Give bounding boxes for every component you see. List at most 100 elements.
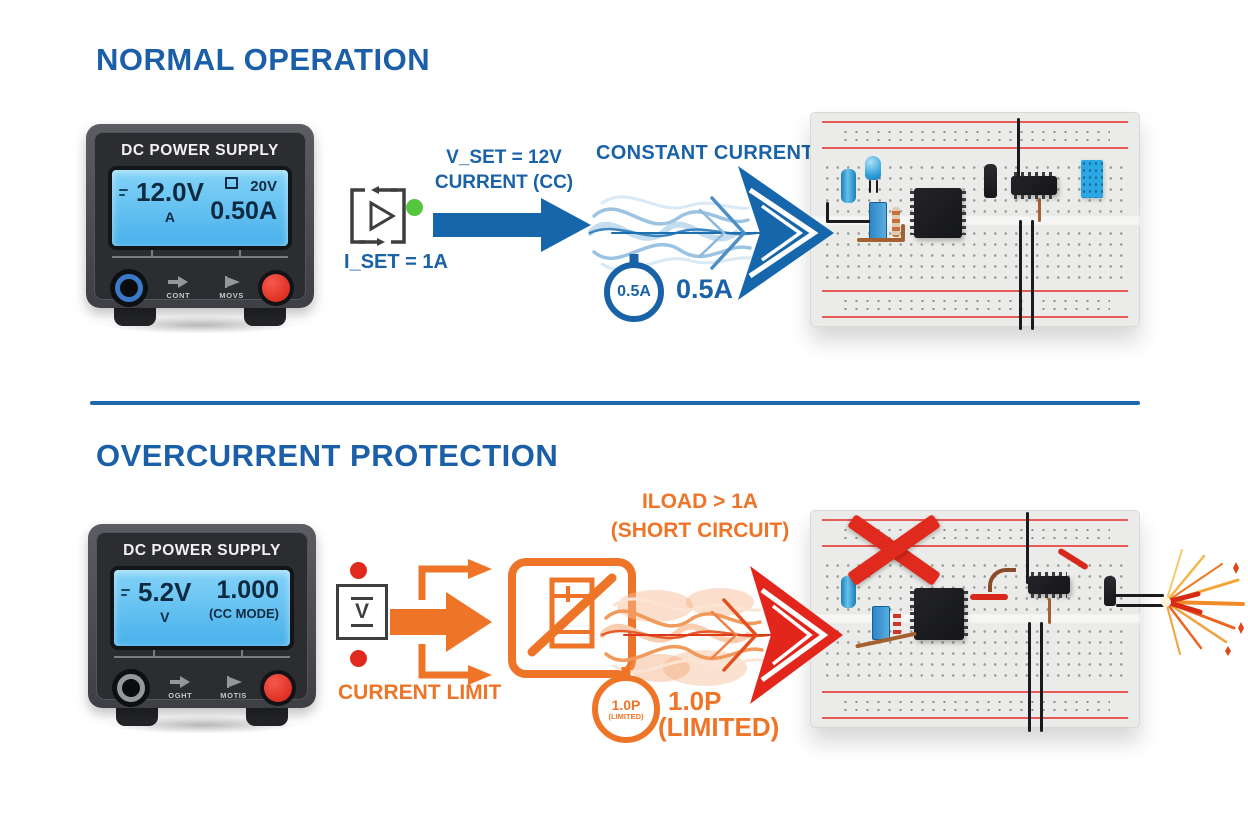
range-readout: 20V <box>210 177 277 195</box>
probe-wire <box>1028 622 1031 732</box>
fault-line1: ILOAD > 1A <box>641 490 759 513</box>
probe-wire <box>1031 220 1034 330</box>
alert-dot-top <box>350 562 367 579</box>
probe-wire <box>1112 594 1164 597</box>
capacitor <box>841 576 856 608</box>
current-readout: 0.50A <box>210 197 277 225</box>
led-leg <box>869 180 871 193</box>
ic-chip <box>1028 572 1070 598</box>
battery-icon <box>225 177 239 189</box>
ic-chip <box>1011 172 1057 199</box>
power-rail-bottom <box>818 290 1132 318</box>
arrow-right-icon <box>168 276 189 288</box>
psu-overcurrent: DC POWER SUPPLY 5.2V V 1.000 (CC MODE) <box>88 524 316 734</box>
meter-caption-normal: 0.5A <box>676 274 734 304</box>
ic-chip <box>910 188 966 238</box>
vset-line2: CURRENT (CC) <box>434 172 574 193</box>
flag-arrow-icon <box>226 676 242 688</box>
spark-icon <box>1161 549 1245 656</box>
jumper-wire <box>1038 198 1041 222</box>
psu-normal: DC POWER SUPPLY 12.0V A 20V 0.50A <box>86 124 314 334</box>
psu-display: 12.0V A 20V 0.50A <box>108 166 292 250</box>
psu-front-panel: DC POWER SUPPLY 12.0V A 20V 0.50A <box>94 132 306 307</box>
flag-arrow-icon <box>224 276 240 288</box>
blue-led <box>865 156 881 180</box>
disabled-load-box <box>508 558 636 678</box>
current-limit-arrows <box>390 559 492 685</box>
current-meter-normal: 0.5A <box>604 254 664 322</box>
jumper-wire <box>826 202 829 222</box>
cont-button: CONT <box>155 276 201 300</box>
output-terminal-knob <box>110 269 148 307</box>
limit-label: CURRENT LIMIT <box>338 681 502 704</box>
screen-indicator-icon <box>121 586 130 599</box>
power-button <box>261 274 290 302</box>
psu-name: DC POWER SUPPLY <box>123 542 281 559</box>
alert-dot-bottom <box>350 650 367 667</box>
button-label: MOVS <box>219 291 244 300</box>
mode-button: MOTIS <box>211 676 257 700</box>
panel-divider-line <box>114 650 290 658</box>
led-leg <box>876 180 878 193</box>
transistor <box>984 164 997 198</box>
jumper-wire <box>1026 512 1029 584</box>
capacitor <box>869 202 887 240</box>
probe-wire <box>1116 604 1164 607</box>
hole-grid <box>822 228 1128 280</box>
fault-line2: (SHORT CIRCUIT) <box>610 519 790 542</box>
normal-section-title: NORMAL OPERATION <box>96 42 431 77</box>
arrow-right-icon <box>170 676 191 688</box>
probe-wire <box>1019 220 1022 330</box>
regulator-loop-icon <box>350 186 406 246</box>
breadboard-normal <box>810 112 1140 330</box>
capacitor <box>841 169 856 203</box>
current-readout: 1.000 <box>216 576 279 604</box>
psu-name: DC POWER SUPPLY <box>121 142 279 159</box>
jumper-wire <box>1048 598 1051 624</box>
fault-x-mark <box>847 514 941 586</box>
power-rail-bottom <box>818 691 1132 719</box>
voltage-readout: 12.0V <box>136 177 204 207</box>
short-circuit-wire <box>970 594 1008 600</box>
meter-value: 0.5A <box>617 283 651 300</box>
capacitor <box>872 606 890 640</box>
psu-display: 5.2V V 1.000 (CC MODE) <box>110 566 294 650</box>
ic-chip <box>910 588 968 640</box>
iset-label: I_SET = 1A <box>344 251 448 273</box>
crossed-battery-icon <box>527 573 617 657</box>
hole-grid <box>822 626 1128 678</box>
cc-output-arrow <box>433 198 591 252</box>
status-led-green <box>406 199 423 216</box>
button-label: OGHT <box>168 691 193 700</box>
resistor <box>893 610 901 638</box>
psu-body: DC POWER SUPPLY 5.2V V 1.000 (CC MODE) <box>88 524 316 708</box>
overcurrent-section-title: OVERCURRENT PROTECTION <box>96 438 559 473</box>
center-channel <box>810 612 1140 625</box>
cont-button: OGHT <box>157 676 203 700</box>
flow-title: CONSTANT CURRENT <box>596 142 814 164</box>
screen-indicator-icon <box>119 186 128 199</box>
transistor <box>1104 576 1116 606</box>
psu-body: DC POWER SUPPLY 12.0V A 20V 0.50A <box>86 124 314 308</box>
jumper-wire <box>857 238 905 242</box>
voltage-unit: V <box>160 609 170 625</box>
cc-mode-label: (CC MODE) <box>208 606 279 621</box>
voltage-unit: A <box>164 209 176 225</box>
jumper-wire <box>988 568 1016 592</box>
jumper-wire <box>901 224 905 240</box>
meter-sub: (LIMITED) <box>608 711 644 721</box>
mode-button: MOVS <box>209 276 255 300</box>
meter-stem <box>621 667 631 677</box>
dip-module <box>1081 160 1103 198</box>
voltage-readout: 5.2V <box>138 577 192 607</box>
meter-stem <box>629 254 639 264</box>
meter-value: 1.0P <box>611 696 641 713</box>
fault-label: ILOAD > 1A (SHORT CIRCUIT) <box>600 487 800 545</box>
breadboard-fault <box>810 510 1164 732</box>
meter-caption-line2: (LIMITED) <box>658 712 780 742</box>
button-label: MOTIS <box>220 691 248 700</box>
power-button <box>263 674 292 702</box>
voltage-limit-icon: V <box>336 584 388 640</box>
current-meter-limited: 1.0P (LIMITED) <box>592 667 660 743</box>
